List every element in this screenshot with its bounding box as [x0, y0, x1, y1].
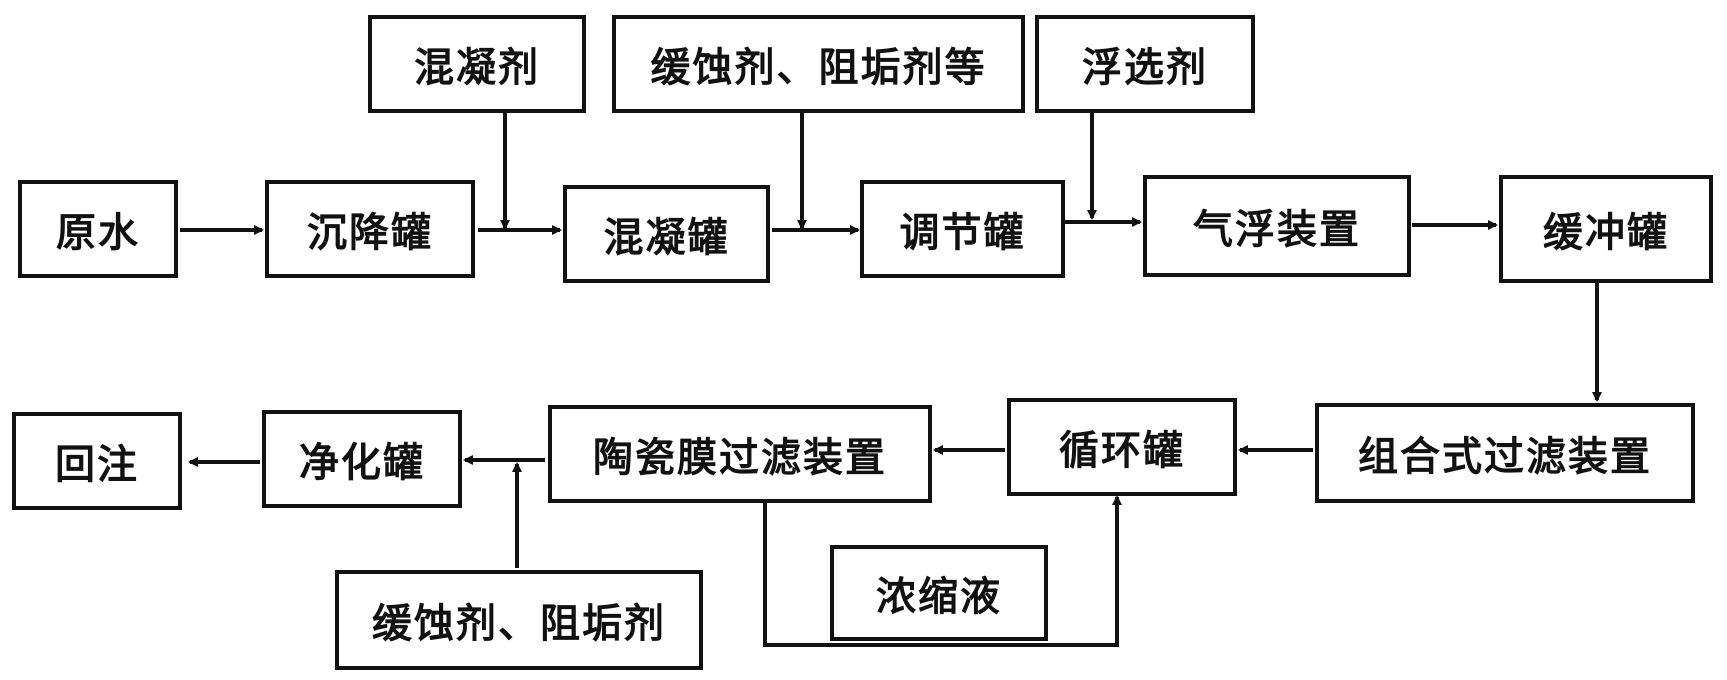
air-flotation-device-box: 气浮装置: [1143, 175, 1411, 277]
combined-filter-device-box: 组合式过滤装置: [1315, 403, 1695, 503]
purification-tank-box: 净化罐: [262, 410, 462, 508]
sedimentation-tank-box: 沉降罐: [265, 180, 475, 278]
raw-water-box: 原水: [18, 180, 178, 278]
concentrate-box: 浓缩液: [830, 545, 1048, 641]
arrow-concentrate-loop: [763, 495, 1122, 647]
ceramic-membrane-filter-box: 陶瓷膜过滤装置: [548, 405, 932, 503]
coagulation-tank-box: 混凝罐: [563, 185, 770, 283]
coagulant-box: 混凝剂: [368, 15, 586, 113]
regulating-tank-box: 调节罐: [860, 180, 1065, 278]
flotation-agent-box: 浮选剂: [1035, 15, 1255, 113]
buffer-tank-box: 缓冲罐: [1499, 175, 1713, 283]
reinjection-box: 回注: [12, 412, 182, 510]
circulation-tank-box: 循环罐: [1007, 398, 1237, 496]
additives-bottom-box: 缓蚀剂、阻垢剂: [335, 570, 703, 670]
additives-top-box: 缓蚀剂、阻垢剂等: [612, 15, 1025, 113]
